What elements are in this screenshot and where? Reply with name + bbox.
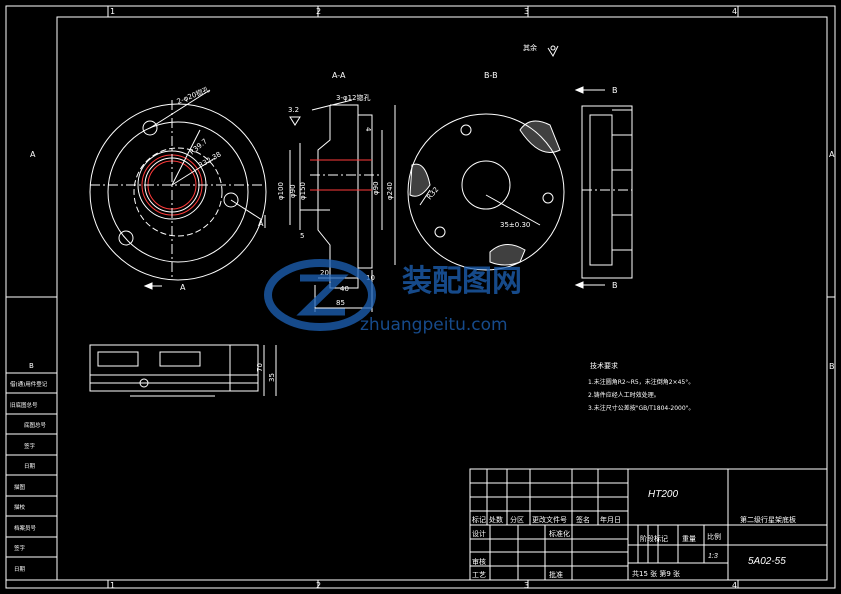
left-table-row-7: 描校 [14, 503, 26, 511]
left-table-row-2: 旧底图总号 [10, 401, 38, 409]
section-aa-label: A-A [332, 71, 346, 80]
dim-10: 10 [366, 274, 375, 282]
left-table-row-5: 日期 [24, 463, 36, 470]
tb-scale: 1:3 [708, 553, 718, 560]
view-arrow-b-top: B [612, 86, 618, 95]
tb-stage-mark: 阶段标记 [640, 534, 668, 543]
tb-mark: 标记 [472, 515, 486, 524]
tb-design: 设计 [472, 529, 486, 538]
inner-border [56, 16, 828, 581]
drawing-number-text: 5A02-55 [748, 556, 786, 567]
title-block [469, 468, 828, 581]
left-table-row-4: 签字 [24, 442, 36, 450]
left-table-zone-b: B [29, 362, 34, 370]
tb-approve: 批准 [549, 570, 563, 579]
zone-col-1-top: 1 [110, 7, 115, 16]
view-arrow-b-bottom: B [612, 281, 618, 290]
zone-row-a-left: A [30, 150, 36, 159]
dim-70: 70 [256, 363, 264, 372]
dim-holes-2: 2-φ20锪孔 [175, 85, 210, 106]
zone-col-4-bottom: 4 [732, 581, 737, 590]
zone-col-2-bottom: 2 [316, 581, 321, 590]
watermark: 装配图网 zhuangpeitu.com [264, 259, 522, 335]
material-text: HT200 [648, 489, 678, 500]
dim-40: 40 [340, 285, 349, 293]
dim-r32: R32.38 [197, 150, 223, 169]
watermark-logo-z [296, 274, 349, 316]
part-name-text: 第二级行星架底板 [740, 515, 796, 524]
tech-req-line-1: 1.未注圆角R2~R5，未注倒角2×45°。 [588, 378, 694, 386]
zone-row-a-right: A [829, 150, 835, 159]
zone-col-4-top: 4 [732, 7, 737, 16]
tb-sheets: 共15 张 第9 张 [632, 569, 680, 578]
dim-5: 5 [300, 232, 304, 240]
dim-d100: φ100 [277, 182, 285, 200]
left-table-row-10: 日期 [14, 566, 26, 573]
tb-zone: 分区 [510, 515, 524, 524]
left-registration-table [5, 372, 58, 581]
watermark-logo-ring [264, 259, 376, 331]
roughness-others-label: 其余 [523, 43, 537, 52]
tb-standard: 标准化 [549, 529, 570, 538]
tb-count: 处数 [489, 515, 503, 524]
top-view [89, 344, 277, 397]
dim-d240: φ240 [386, 182, 394, 200]
zone-col-3-top: 3 [524, 7, 529, 16]
dim-3-2: 3.2 [288, 106, 299, 114]
dim-20: 20 [320, 269, 329, 277]
tech-req-line-3: 3.未注尺寸公差按"GB/T1804-2000"。 [588, 404, 694, 412]
left-table-row-3: 底图总号 [24, 421, 47, 429]
tb-signature: 签名 [576, 515, 590, 524]
tb-date: 年月日 [600, 515, 621, 524]
tb-change-doc: 更改文件号 [532, 515, 567, 524]
watermark-brand: 装配图网 [402, 264, 522, 299]
tb-weight: 重量 [682, 535, 696, 543]
view-arrow-a-right: A [258, 219, 264, 228]
left-table-row-1: 借(通)用件登记 [10, 380, 48, 388]
side-view [547, 45, 633, 289]
dim-35: 35 [268, 373, 276, 382]
dim-d150: φ150 [299, 182, 307, 200]
watermark-url: zhuangpeitu.com [360, 315, 508, 335]
tb-review: 审核 [472, 557, 486, 566]
tech-req-line-2: 2.铸件应经人工时效处理。 [588, 391, 660, 399]
dim-4: 4 [364, 127, 372, 132]
left-table-row-8: 档案员号 [14, 524, 37, 532]
zone-col-2-top: 2 [316, 7, 321, 16]
tb-scale-label: 比例 [707, 532, 721, 541]
section-bb [407, 113, 565, 271]
left-table-row-9: 签字 [14, 544, 26, 552]
dim-holes-3: 3-φ12锪孔 [336, 93, 371, 102]
dim-d35: 35±0.30 [500, 221, 530, 229]
left-table-row-6: 描图 [14, 483, 26, 491]
tb-process: 工艺 [472, 571, 486, 579]
tech-req-title: 技术要求 [590, 361, 618, 370]
zone-row-b-right: B [829, 362, 835, 371]
dim-d90b: φ90 [372, 181, 380, 195]
view-arrow-a-bottom: A [180, 283, 186, 292]
zone-col-1-bottom: 1 [110, 581, 115, 590]
zone-col-3-bottom: 3 [524, 581, 529, 590]
front-view [89, 89, 267, 290]
section-bb-label: B-B [484, 71, 498, 80]
dim-85: 85 [336, 299, 345, 307]
dim-d90a: φ90 [289, 184, 297, 198]
